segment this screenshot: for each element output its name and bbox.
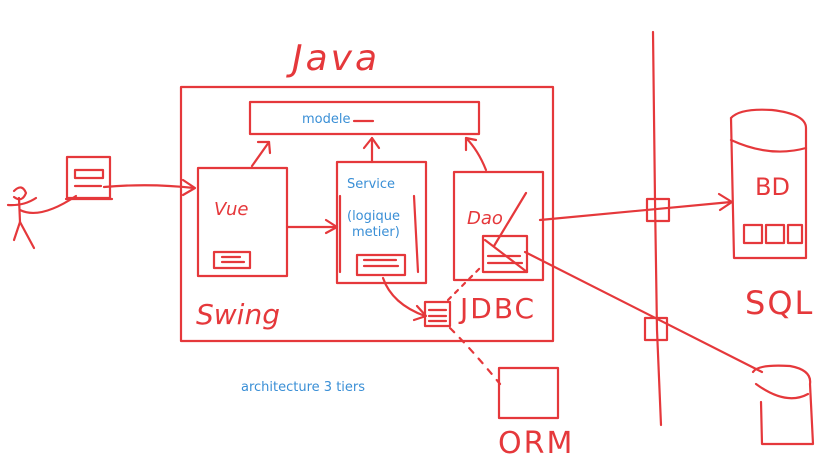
dao-box bbox=[452, 170, 545, 282]
swing-label: Swing bbox=[196, 298, 280, 331]
vue-to-modele-arrow bbox=[250, 140, 272, 168]
vue-box bbox=[196, 166, 289, 278]
service-label: Service bbox=[347, 177, 395, 192]
sql-label: SQL bbox=[745, 284, 814, 322]
jdbc-label: JDBC bbox=[458, 292, 536, 325]
logique-label-line1: (logique bbox=[347, 209, 400, 224]
divider-crossing-bottom bbox=[643, 316, 669, 342]
service-to-jdbc-curve bbox=[381, 276, 427, 318]
vue-document-icon bbox=[212, 250, 252, 270]
vue-to-service-arrow bbox=[285, 218, 339, 235]
architecture-caption: architecture 3 tiers bbox=[241, 380, 365, 395]
tier-divider-line bbox=[651, 30, 663, 427]
bd-database-icon bbox=[729, 108, 808, 260]
modele-label: modele bbox=[302, 112, 350, 127]
user-icon bbox=[6, 186, 78, 250]
service-document-icon bbox=[355, 253, 407, 277]
service-box bbox=[335, 160, 428, 285]
secondary-database-icon bbox=[751, 364, 815, 446]
dao-to-modele-arrow bbox=[464, 136, 488, 172]
bd-label: BD bbox=[755, 173, 790, 201]
dao-label: Dao bbox=[467, 208, 503, 229]
user-to-vue-arrow bbox=[102, 178, 197, 197]
modele-box bbox=[248, 100, 481, 136]
orm-box bbox=[497, 366, 560, 420]
dao-to-db2-line bbox=[523, 250, 764, 374]
dao-strike bbox=[492, 191, 528, 248]
java-title: Java bbox=[286, 38, 380, 79]
jdbc-to-dao-dashed bbox=[446, 264, 484, 302]
service-to-modele-arrow bbox=[362, 136, 381, 164]
divider-crossing-top bbox=[645, 197, 671, 223]
java-container bbox=[179, 85, 555, 343]
dao-document-icon bbox=[481, 234, 529, 274]
vue-label: Vue bbox=[214, 199, 248, 220]
dao-to-bd-arrow bbox=[538, 192, 734, 222]
logique-label-line2: metier) bbox=[352, 225, 400, 240]
jdbc-document-icon bbox=[423, 300, 452, 328]
orm-label: ORM bbox=[498, 426, 574, 461]
jdbc-to-orm-dashed bbox=[448, 326, 502, 386]
service-inner-line-right bbox=[412, 194, 420, 274]
user-document-icon bbox=[64, 155, 114, 201]
